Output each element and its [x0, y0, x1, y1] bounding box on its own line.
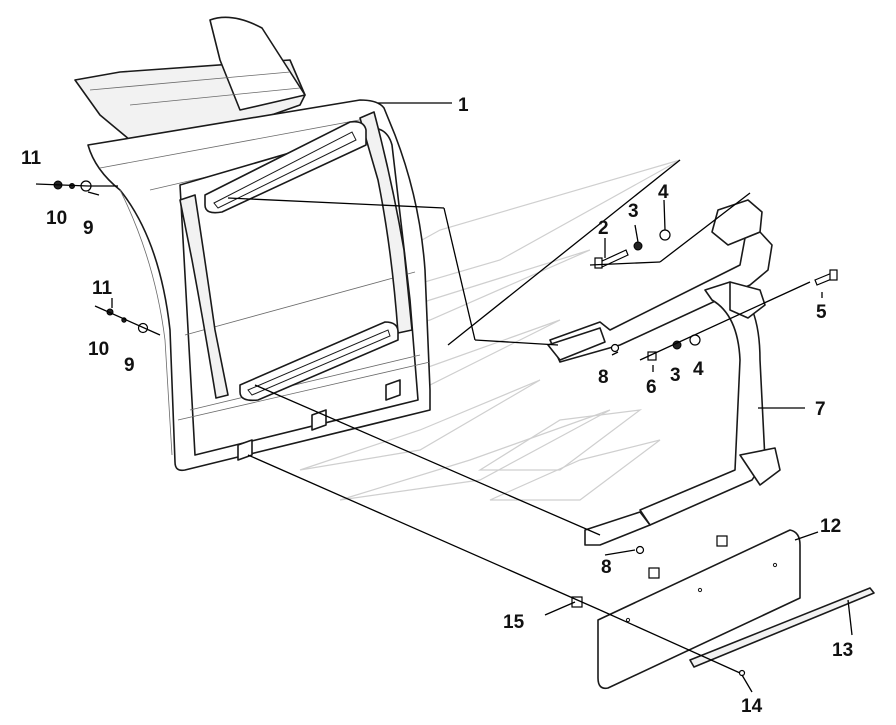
- callout-8-upper: 8: [598, 367, 609, 388]
- bracket-frame-part-7: [547, 199, 781, 546]
- callout-6: 6: [646, 377, 657, 398]
- callout-10-upper: 10: [46, 208, 67, 229]
- callout-9-upper: 9: [83, 218, 94, 239]
- fender-part-1: [74, 16, 431, 472]
- leader-lines: [35, 102, 853, 693]
- callout-7: 7: [815, 399, 826, 420]
- callout-4-lower: 4: [693, 359, 704, 380]
- callout-8-lower: 8: [601, 557, 612, 578]
- callout-12: 12: [820, 516, 841, 537]
- callout-11-lower: 11: [92, 278, 113, 299]
- callout-5: 5: [816, 302, 827, 323]
- callout-1: 1: [458, 95, 469, 116]
- callout-11-upper: 11: [21, 148, 42, 169]
- strip-part-13: [689, 587, 875, 668]
- callout-13: 13: [832, 640, 853, 661]
- callout-labels: 1 2 3 4 5 6 3 4 7 8 8 9 10 11 9 10 11 12…: [21, 95, 853, 717]
- callout-3-upper: 3: [628, 201, 639, 222]
- callout-10-lower: 10: [88, 339, 109, 360]
- callout-14: 14: [741, 696, 763, 717]
- callout-3-lower: 3: [670, 365, 681, 386]
- callout-4-upper: 4: [658, 182, 669, 203]
- mud-flap-part-12: [597, 529, 801, 690]
- callout-9-lower: 9: [124, 355, 135, 376]
- callout-15: 15: [503, 612, 525, 633]
- hardware: [53, 180, 838, 677]
- callout-2: 2: [598, 218, 609, 239]
